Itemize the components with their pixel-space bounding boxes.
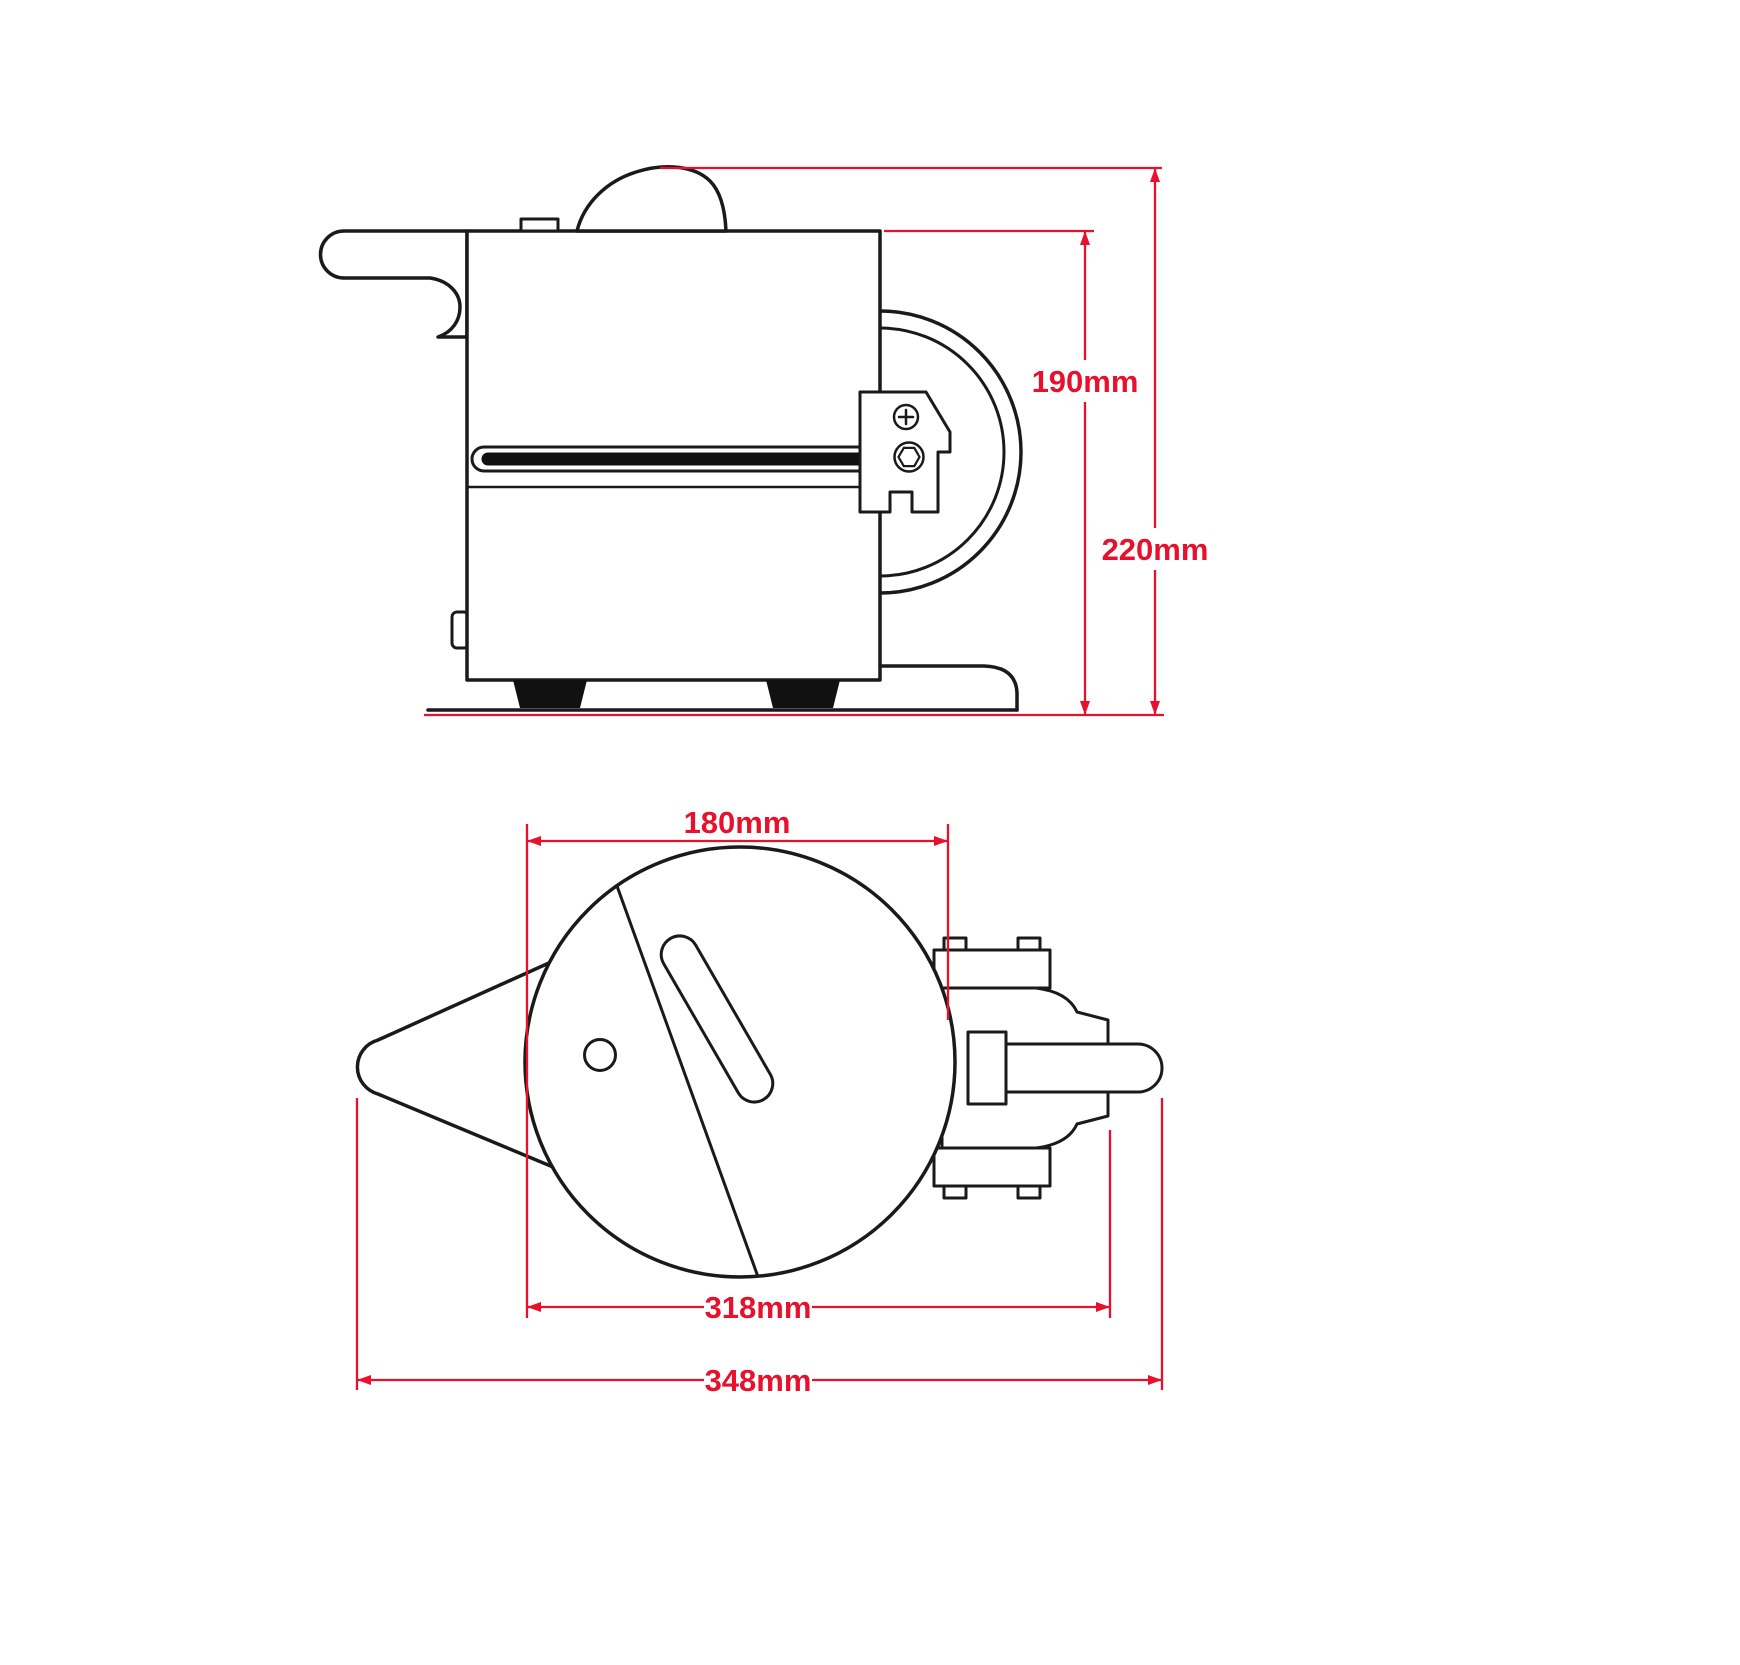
arrow-180-right (934, 836, 948, 846)
shaft-collar (966, 1030, 1008, 1106)
arrow-348-right (1148, 1375, 1162, 1385)
dimension-label-190: 190mm (1032, 364, 1139, 399)
side-view (318, 165, 1023, 712)
label-knockout-348 (704, 1359, 812, 1401)
lid-tab (519, 217, 560, 233)
label-knockout-220 (1102, 528, 1208, 570)
clamp-bottom (932, 1146, 1052, 1188)
shaft-handle (998, 1042, 1164, 1094)
foot-right (766, 680, 840, 708)
label-knockout-190 (1032, 360, 1138, 402)
top-view (355, 845, 1164, 1279)
arrow-190-top (1080, 231, 1090, 245)
clamp-top (932, 948, 1052, 990)
dimension-annotations: 190mm 220mm 180mm 318mm 348mm (355, 166, 1209, 1401)
arrow-180-left (527, 836, 541, 846)
foot-left (513, 680, 587, 708)
hex-bolt-hexagon (897, 446, 921, 468)
base-plate-right (878, 664, 1019, 712)
arrow-220-top (1150, 168, 1160, 182)
dimension-label-180: 180mm (684, 805, 791, 840)
hex-bolt-icon (893, 441, 925, 473)
lid-fin-handle (575, 165, 728, 233)
arrow-318-left (527, 1302, 541, 1312)
dimension-label-318: 318mm (705, 1290, 812, 1325)
feed-slot-group (659, 934, 775, 1104)
arrow-348-left (357, 1375, 371, 1385)
spout-handle (318, 229, 469, 339)
arrow-190-bottom (1080, 701, 1090, 715)
pivot-hole (583, 1038, 617, 1072)
arrow-220-bottom (1150, 701, 1160, 715)
phillips-screw-icon (892, 403, 920, 431)
feed-slot (659, 934, 775, 1104)
discharge-spout (355, 956, 567, 1174)
arrow-318-right (1096, 1302, 1110, 1312)
latch-bracket (858, 390, 952, 514)
dimension-label-220: 220mm (1102, 532, 1209, 567)
lid-chord-edge (615, 884, 759, 1276)
label-knockout-318 (704, 1286, 812, 1328)
dimension-label-348: 348mm (705, 1363, 812, 1398)
